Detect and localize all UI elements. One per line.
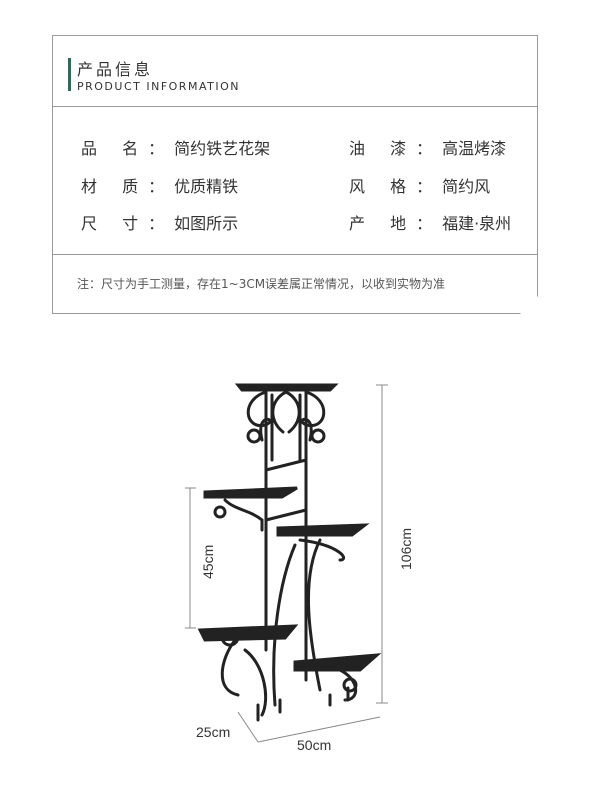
plant-stand-illustration — [185, 383, 388, 743]
measurement-note: 注：尺寸为手工测量，存在1~3CM误差属正常情况，以收到实物为准 — [77, 277, 446, 291]
dimension-height-tier: 45cm — [200, 544, 216, 579]
divider-top — [53, 106, 537, 107]
spec-size-value: 如图所示 — [174, 214, 239, 233]
header-title-en: PRODUCT INFORMATION — [77, 80, 240, 93]
spec-style: 风 格：简约风 — [349, 173, 490, 197]
iron-frame — [197, 383, 382, 722]
spec-name-label: 品 名： — [81, 139, 175, 158]
spec-material-value: 优质精铁 — [174, 177, 239, 196]
dimension-lines — [185, 384, 388, 743]
dimension-height-total: 106cm — [398, 527, 414, 570]
header-accent-bar — [68, 58, 71, 91]
spec-paint-label: 油 漆： — [349, 139, 443, 158]
spec-name-value: 简约铁艺花架 — [174, 139, 271, 158]
spec-size: 尺 寸：如图所示 — [81, 210, 238, 234]
dimension-width: 50cm — [297, 737, 332, 753]
spec-origin: 产 地：福建·泉州 — [349, 210, 511, 234]
spec-origin-label: 产 地： — [349, 214, 443, 233]
header-title-cn: 产品信息 — [77, 60, 154, 79]
spec-style-label: 风 格： — [349, 177, 443, 196]
dimension-depth: 25cm — [196, 724, 231, 740]
spec-paint: 油 漆：高温烤漆 — [349, 135, 506, 159]
spec-name: 品 名：简约铁艺花架 — [81, 135, 270, 159]
spec-material-label: 材 质： — [81, 177, 175, 196]
spec-style-value: 简约风 — [442, 177, 491, 196]
spec-origin-value: 福建·泉州 — [442, 214, 512, 233]
product-info-panel: 产品信息 PRODUCT INFORMATION 品 名：简约铁艺花架 油 漆：… — [52, 35, 538, 314]
divider-bottom — [53, 254, 537, 255]
spec-paint-value: 高温烤漆 — [442, 139, 507, 158]
spec-size-label: 尺 寸： — [81, 214, 175, 233]
spec-material: 材 质：优质精铁 — [81, 173, 238, 197]
panel-corner-cut — [520, 296, 538, 314]
